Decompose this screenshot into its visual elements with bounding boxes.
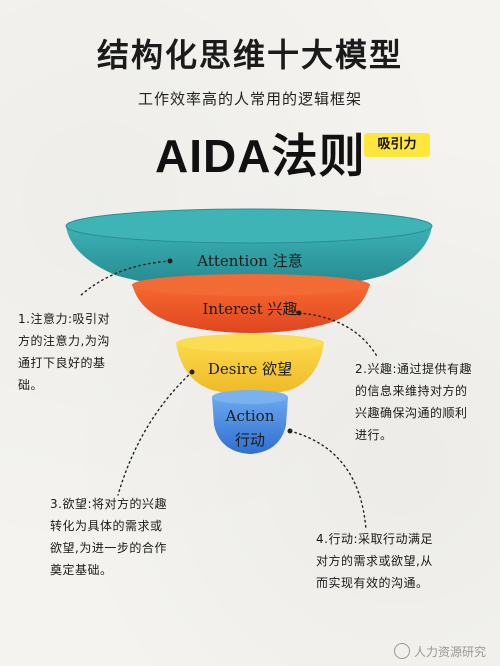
note-line: 1.注意力:吸引对: [18, 312, 110, 326]
note-line: 进行。: [355, 428, 393, 442]
connector-dots: [167, 258, 302, 434]
note-line: 兴趣确保沟通的顺利: [355, 406, 468, 420]
weibo-icon: [393, 643, 410, 659]
note-line: 3.欲望:将对方的兴趣: [50, 497, 167, 511]
funnel-stage-interest: [132, 274, 370, 333]
page-title: 结构化思维十大模型: [90, 30, 410, 76]
note-line: 转化为具体的需求或: [50, 519, 163, 533]
model-name: AIDA法则: [155, 130, 366, 182]
note-line: 2.兴趣:通过提供有趣: [355, 362, 472, 376]
funnel-stage-desire: [176, 334, 324, 395]
stage-label-action-zh: 行动: [234, 431, 265, 449]
note-interest: 2.兴趣:通过提供有趣 的信息来维持对方的 兴趣确保沟通的顺利 进行。: [355, 358, 472, 446]
model-tag: 吸引力: [364, 133, 430, 157]
note-line: 础。: [18, 378, 44, 392]
stage-label-interest: Interest 兴趣: [202, 300, 298, 318]
watermark: 人力资源研究: [393, 643, 486, 660]
note-line: 4.行动:采取行动满足: [316, 532, 433, 546]
note-line: 方的注意力,为沟: [18, 334, 110, 348]
note-line: 对方的需求或欲望,从: [316, 554, 433, 568]
funnel-stage-action: [212, 390, 288, 454]
note-line: 而实现有效的沟通。: [316, 576, 429, 590]
title-block: 结构化思维十大模型: [0, 30, 500, 76]
note-line: 通打下良好的基: [18, 356, 106, 370]
note-line: 奠定基础。: [50, 563, 113, 577]
stage-label-action-en: Action: [225, 407, 275, 425]
watermark-text: 人力资源研究: [413, 645, 486, 659]
note-desire: 3.欲望:将对方的兴趣 转化为具体的需求或 欲望,为进一步的合作 奠定基础。: [50, 493, 167, 581]
note-line: 欲望,为进一步的合作: [50, 541, 167, 555]
page-subtitle: 工作效率高的人常用的逻辑框架: [137, 90, 362, 108]
note-line: 的信息来维持对方的: [355, 384, 468, 398]
connector-lines: [79, 260, 379, 531]
note-attention: 1.注意力:吸引对 方的注意力,为沟 通打下良好的基 础。: [18, 308, 110, 396]
note-action: 4.行动:采取行动满足 对方的需求或欲望,从 而实现有效的沟通。: [316, 528, 433, 594]
stage-label-attention: Attention 注意: [197, 252, 303, 270]
stage-label-desire: Desire 欲望: [207, 360, 293, 378]
stage-label-action: Action 行动: [200, 404, 300, 452]
funnel-stage-attention: [65, 208, 433, 291]
